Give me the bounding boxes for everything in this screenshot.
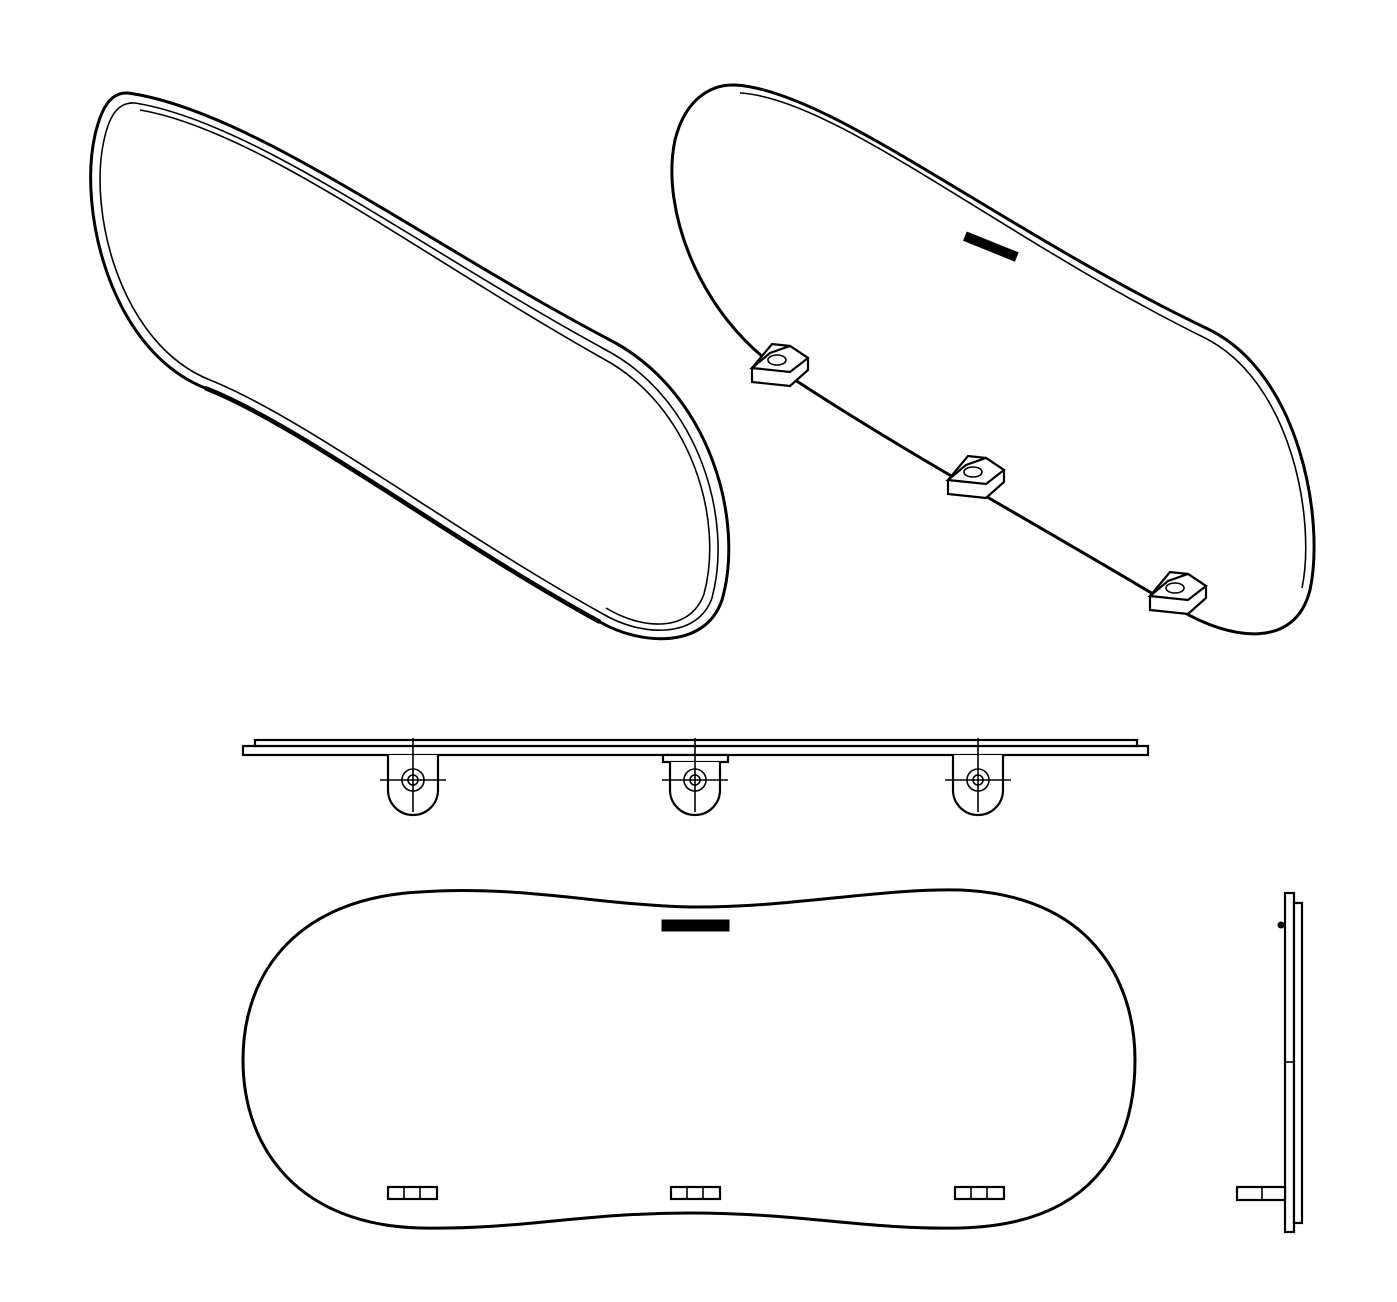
clip [380,738,446,817]
mounting-tab [749,342,810,388]
clip [945,738,1011,817]
mounting-tab [1147,570,1208,616]
slot-icon [963,231,1019,262]
right-side-view [1235,891,1304,1234]
slot-icon [661,919,730,932]
tab [669,1185,722,1201]
isometric-back-view [670,83,1316,636]
clip [661,738,730,817]
tab [953,1185,1006,1201]
mounting-tab [945,454,1006,500]
front-elevation-view [241,888,1137,1230]
tab [386,1185,439,1201]
isometric-front-view [89,91,731,641]
side-elevation-view [241,738,1150,817]
